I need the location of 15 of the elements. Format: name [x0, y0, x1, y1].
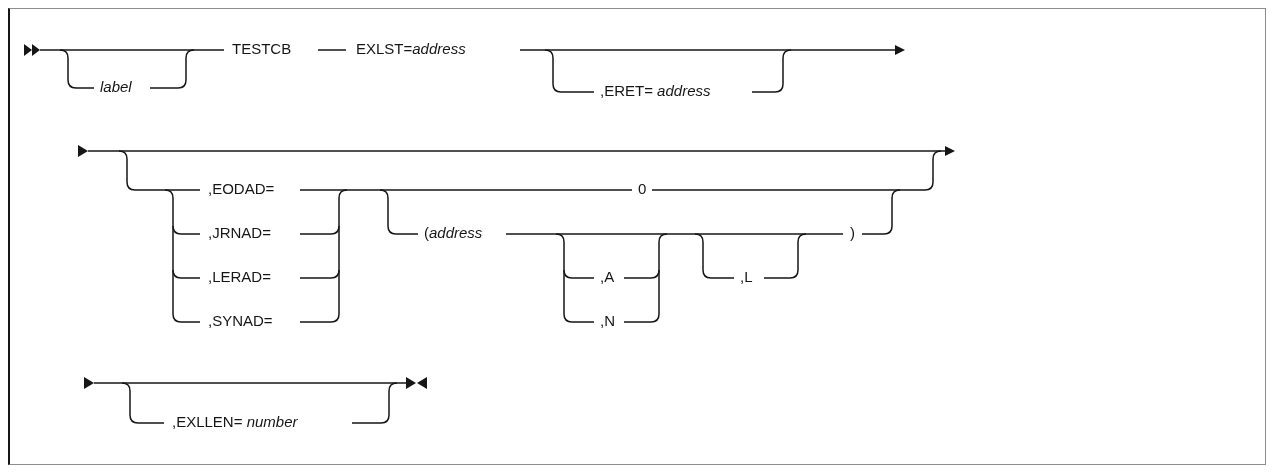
syntax-term: ,LERAD= — [208, 268, 271, 286]
syntax-term: TESTCB — [232, 40, 292, 58]
syntax-term: ,L — [740, 268, 753, 286]
syntax-term: label — [100, 78, 132, 96]
syntax-term: ) — [850, 224, 855, 242]
syntax-term: ,EXLLEN= number — [172, 413, 298, 431]
syntax-term: EXLST=address — [356, 40, 466, 58]
syntax-term: (address — [424, 224, 483, 242]
syntax-term: ,EODAD= — [208, 180, 275, 198]
syntax-term: ,A — [600, 268, 615, 286]
syntax-term: ,JRNAD= — [208, 224, 271, 242]
syntax-term: ,SYNAD= — [208, 312, 273, 330]
syntax-term: ,N — [600, 312, 615, 330]
syntax-term: ,ERET= address — [600, 82, 711, 100]
syntax-term: 0 — [638, 180, 647, 198]
